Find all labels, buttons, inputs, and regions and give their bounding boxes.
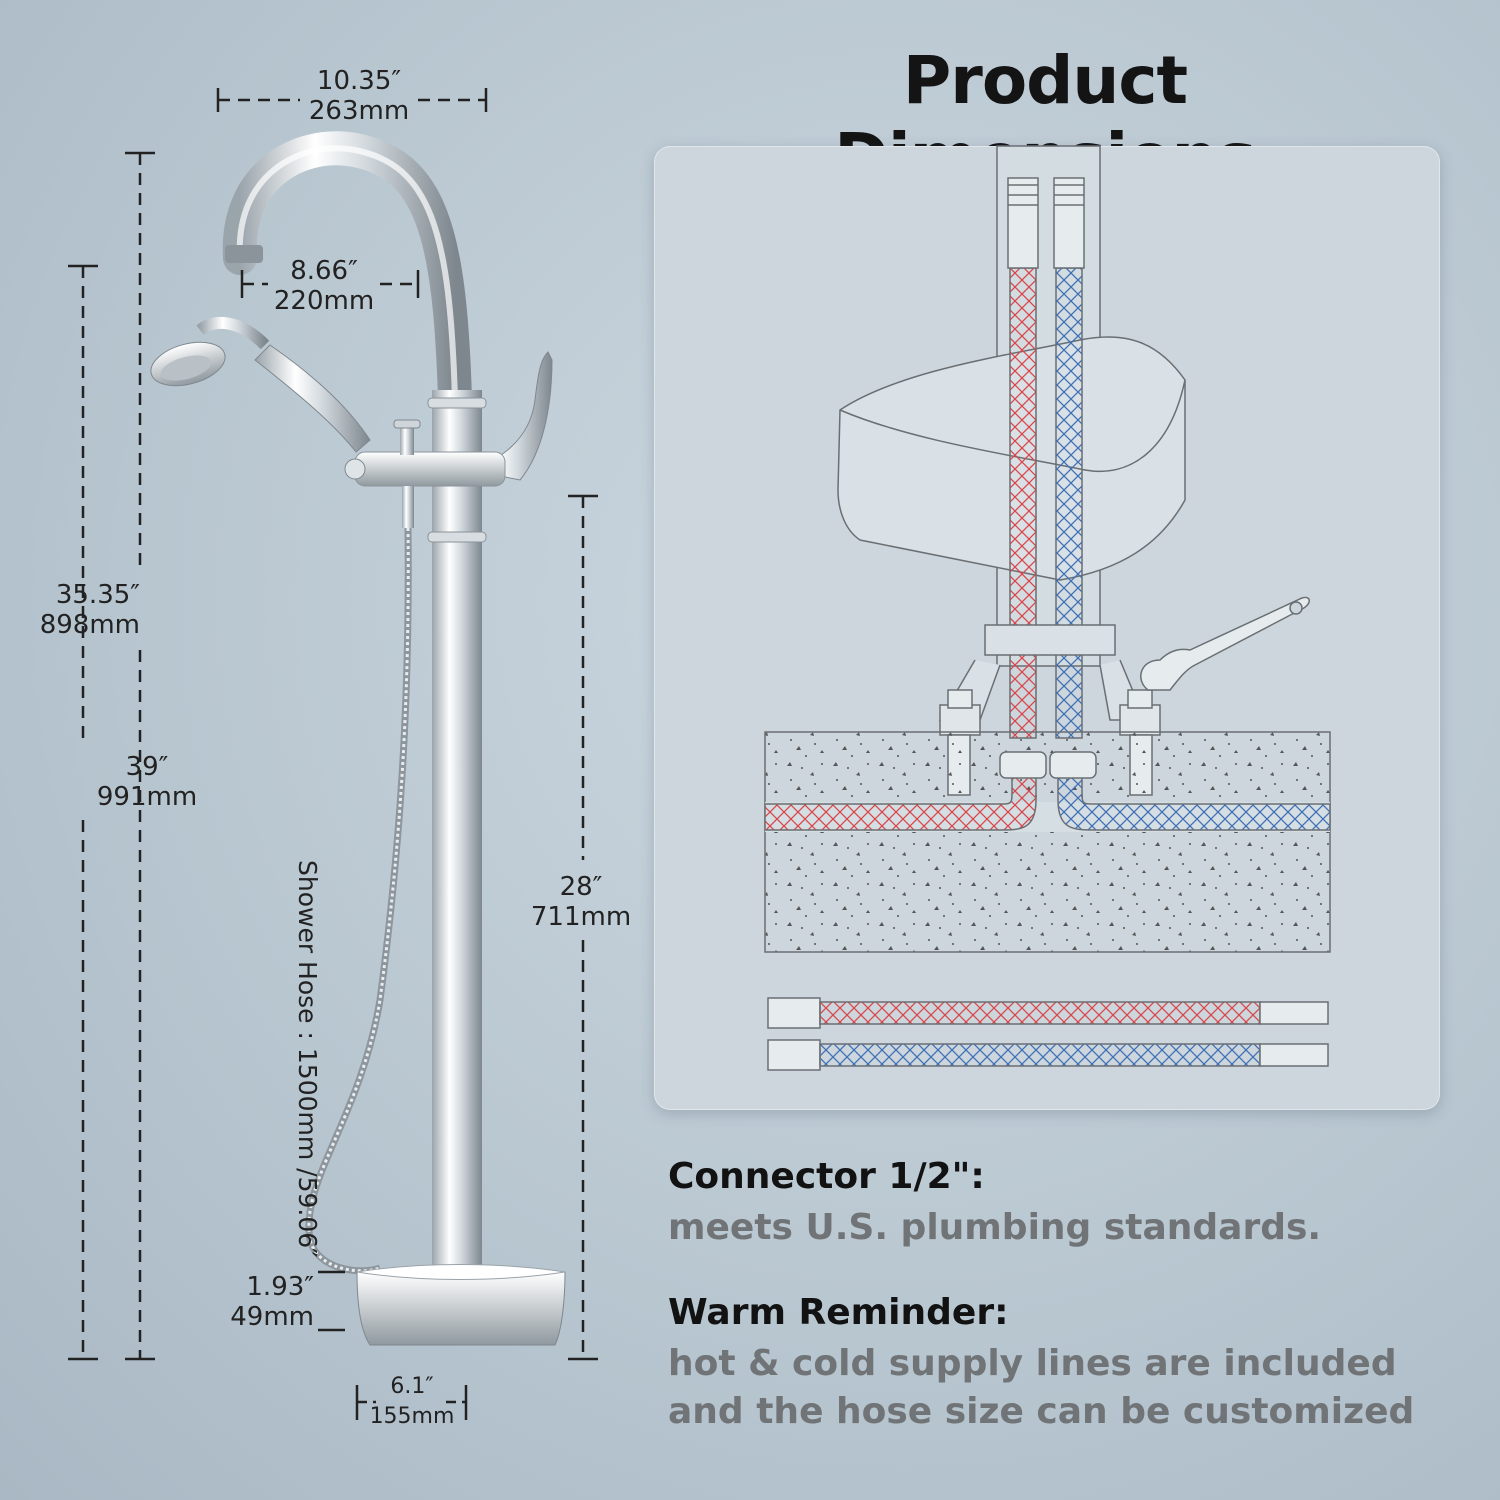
faucet-illustration: [150, 131, 566, 1346]
dimension-lines: [68, 88, 598, 1420]
connector-text: meets U.S. plumbing standards.: [668, 1207, 1322, 1248]
dim-spout-reach-in: 10.35″: [316, 66, 402, 96]
connector-title: Connector 1/2":: [668, 1156, 985, 1197]
dim-spout-reach: 10.35″ 263mm: [300, 66, 418, 126]
dim-spout-height-diff: 8.66″ 220mm: [268, 256, 380, 316]
installation-diagram: [764, 145, 1331, 1071]
dim-spout-height-diff-mm: 220mm: [273, 286, 375, 316]
dim-total-height: 39″ 991mm: [88, 752, 206, 812]
dim-base-height: 1.93″ 49mm: [214, 1272, 314, 1332]
dim-spout-reach-mm: 263mm: [308, 96, 410, 126]
shower-hose-label: Shower Hose : 1500mm /59.06″: [293, 860, 322, 1258]
reminder-line-2: and the hose size can be customized: [668, 1391, 1415, 1432]
dim-valve-height-in: 28″: [559, 872, 603, 902]
dim-valve-height: 28″ 711mm: [522, 872, 640, 932]
reminder-line-1: hot & cold supply lines are included: [668, 1343, 1397, 1384]
supply-hose-icon: [767, 997, 1329, 1071]
dim-base-width-mm: 155mm: [369, 1404, 455, 1429]
dim-spout-to-floor-in: 35.35″: [55, 580, 140, 610]
dim-total-height-mm: 991mm: [96, 782, 198, 812]
dim-base-width-in: 6.1″: [390, 1374, 434, 1399]
dim-valve-height-mm: 711mm: [530, 902, 632, 932]
dim-spout-height-diff-in: 8.66″: [290, 256, 358, 286]
dim-spout-to-floor-mm: 898mm: [39, 610, 140, 640]
reminder-title: Warm Reminder:: [668, 1292, 1009, 1333]
dim-base-width: 6.1″ 155mm: [352, 1372, 472, 1432]
dim-base-height-in: 1.93″: [246, 1272, 314, 1302]
dim-total-height-in: 39″: [125, 752, 169, 782]
dim-spout-to-floor: 35.35″ 898mm: [26, 580, 140, 640]
wrench-icon: [1140, 596, 1310, 691]
dim-base-height-mm: 49mm: [230, 1302, 314, 1332]
